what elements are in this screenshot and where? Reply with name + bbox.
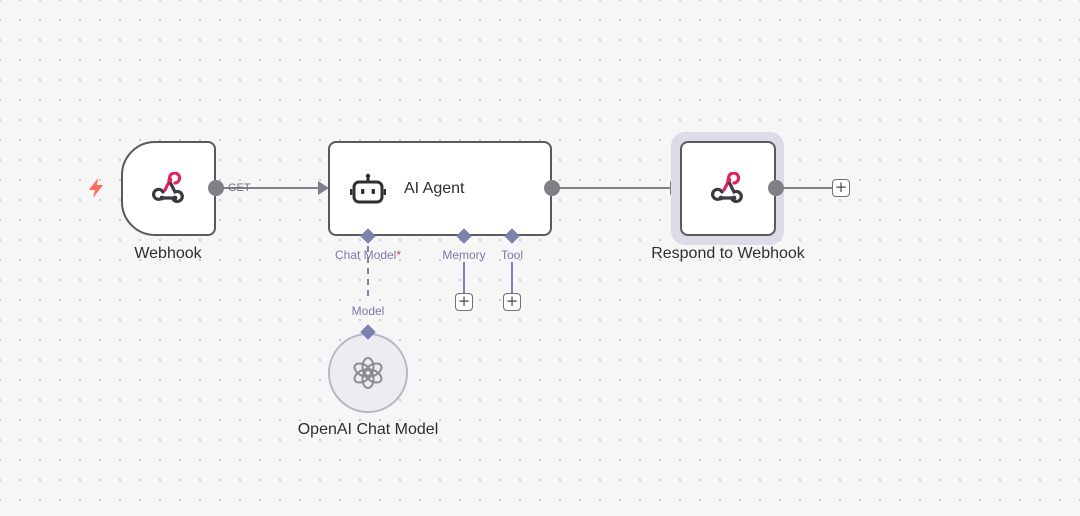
ai-agent-output-handle[interactable]: [544, 180, 560, 196]
openai-model-port-label: Model: [351, 304, 385, 318]
add-memory-button[interactable]: +: [455, 293, 473, 311]
openai-node-label: OpenAI Chat Model: [297, 421, 439, 438]
respond-output-handle[interactable]: [768, 180, 784, 196]
add-next-node-button[interactable]: +: [832, 179, 850, 197]
chat-model-port-text: Chat Model: [334, 248, 397, 262]
edge-label-get: GET: [228, 182, 251, 194]
webhook-icon: [711, 171, 743, 203]
webhook-output-handle[interactable]: [208, 180, 224, 196]
required-star: *: [396, 248, 402, 262]
chat-model-port-label: Chat Model*: [335, 248, 401, 262]
tool-port-label: Tool: [500, 248, 524, 262]
webhook-node[interactable]: [121, 141, 216, 236]
respond-to-webhook-node[interactable]: [680, 141, 776, 236]
webhook-icon: [151, 171, 184, 203]
webhook-node-label: Webhook: [134, 245, 202, 262]
edge-arrow-agent-input: [318, 181, 329, 195]
robot-icon: [350, 171, 386, 207]
ai-agent-title: AI Agent: [404, 179, 465, 197]
openai-icon: [353, 357, 383, 389]
openai-chat-model-node[interactable]: [328, 333, 408, 413]
ai-agent-node[interactable]: AI Agent: [328, 141, 552, 236]
respond-node-label: Respond to Webhook: [651, 245, 805, 262]
add-tool-button[interactable]: +: [503, 293, 521, 311]
memory-port-label: Memory: [442, 248, 486, 262]
trigger-bolt-icon: [89, 178, 103, 198]
